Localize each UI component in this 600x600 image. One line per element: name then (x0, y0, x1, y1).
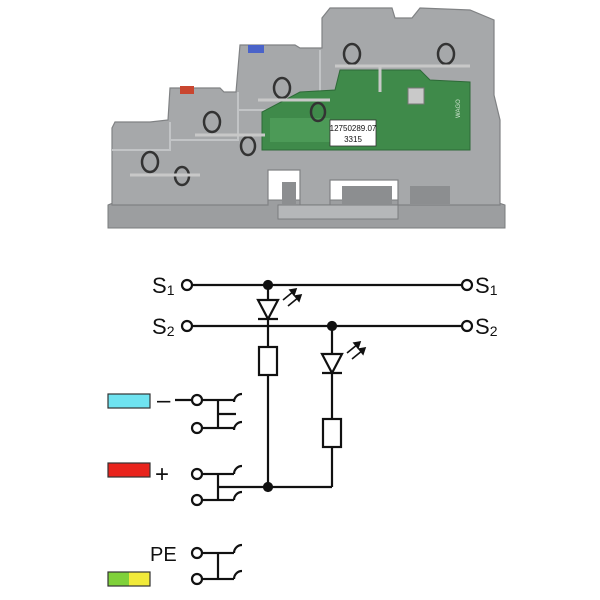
pcb-trace (270, 118, 330, 142)
pe-color-swatch-green (108, 572, 129, 586)
pcb-led (407, 87, 425, 105)
pe-color-swatch-border (107, 571, 151, 587)
s1-right-terminal (460, 278, 474, 292)
rail-clip (277, 204, 399, 220)
housing-slot (410, 186, 450, 204)
resistor-2 (321, 417, 343, 449)
s1-left-terminal (180, 278, 194, 292)
red-marker (180, 86, 194, 94)
housing-edge (112, 122, 171, 151)
s2-right-terminal (460, 319, 474, 333)
housing-slot (282, 182, 296, 204)
busbars (130, 64, 470, 177)
blue-marker (248, 45, 264, 53)
s2-left-terminal (180, 319, 194, 333)
schematic-labels: S1 S1 S2 S2 – + PE (150, 273, 498, 566)
pe-terminal-group (190, 543, 243, 586)
led2-light-arrows (346, 340, 367, 360)
housing-edge (170, 92, 239, 141)
plus-terminal-group (190, 464, 268, 507)
s2-right-label: S2 (475, 314, 498, 339)
pe-color-swatch-yellow (129, 572, 150, 586)
resistor-1 (257, 345, 279, 377)
s1-right-label: S1 (475, 273, 498, 298)
housing-slot (342, 186, 392, 204)
plus-color-swatch (107, 462, 151, 478)
pe-label: PE (150, 544, 177, 566)
pcb-label-code: 3315 (344, 135, 362, 144)
color-swatches (107, 393, 151, 587)
wiring-schematic (175, 278, 474, 586)
s2-left-label: S2 (152, 314, 175, 339)
minus-terminal-group (175, 392, 243, 435)
led1-light-arrows (282, 287, 303, 307)
plus-label: + (155, 461, 169, 488)
pcb-side-text: WAGO (456, 99, 462, 118)
pcb-label-sticker (329, 119, 377, 147)
s1-left-label: S1 (152, 273, 175, 298)
terminal-block-photo: 12750289.07 3315 WAGO (107, 7, 506, 229)
pcb-label-number: 12750289.07 (330, 124, 377, 133)
minus-color-swatch (107, 393, 151, 409)
led1-diode (256, 298, 280, 322)
minus-label: – (157, 387, 171, 414)
led2-diode (320, 352, 344, 376)
